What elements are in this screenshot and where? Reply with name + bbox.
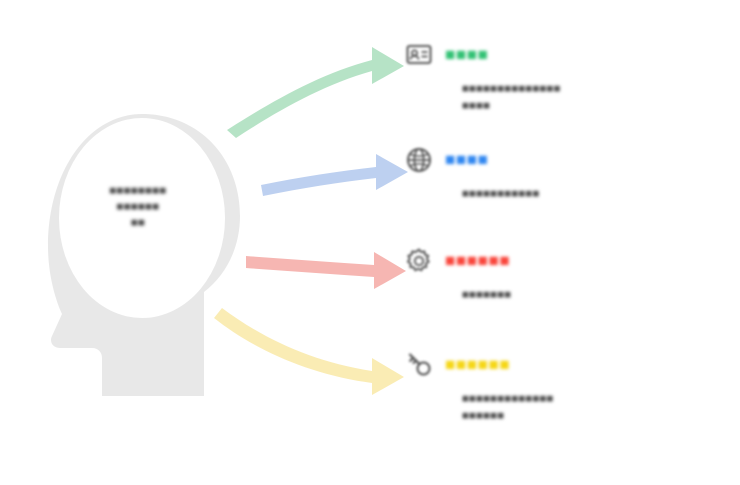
callout-item-2-body: ■■■■■■■ <box>462 287 734 304</box>
brain-label-line-1: ■■■■■■■■ <box>109 185 167 197</box>
callout-item-3-title: ■■■■■■ <box>445 355 511 374</box>
callout-item-3-body-line-2: ■■■■■■ <box>462 410 505 422</box>
callout-item-1[interactable]: ■■■■ ■■■■■■■■■■■ <box>404 143 740 203</box>
id-card-icon <box>404 40 434 70</box>
callout-item-3[interactable]: ■■■■■■ ■■■■■■■■■■■■■ ■■■■■■ <box>404 348 740 425</box>
callout-item-1-body: ■■■■■■■■■■■ <box>462 186 734 203</box>
head-silhouette <box>22 110 262 400</box>
callout-item-1-title: ■■■■ <box>445 150 489 169</box>
brain-label-line-2: ■■■■■■ <box>116 201 160 213</box>
brain-cutout <box>59 118 225 318</box>
arrow-red <box>246 252 406 289</box>
callout-item-0[interactable]: ■■■■ ■■■■■■■■■■■■■■ ■■■■ <box>404 38 740 115</box>
gear-icon <box>404 246 434 276</box>
key-icon <box>404 350 434 380</box>
callout-item-0-title: ■■■■ <box>445 45 489 64</box>
brain-label: ■■■■■■■■ ■■■■■■ ■■ <box>76 183 200 231</box>
arrow-blue <box>261 154 408 196</box>
callout-item-0-body-line-2: ■■■■ <box>462 100 491 112</box>
callout-item-3-body-line-1: ■■■■■■■■■■■■■ <box>462 393 554 405</box>
globe-icon <box>404 145 434 175</box>
callout-item-0-body: ■■■■■■■■■■■■■■ ■■■■ <box>462 81 734 115</box>
callout-item-3-header: ■■■■■■ <box>404 348 740 382</box>
callout-item-2[interactable]: ■■■■■■ ■■■■■■■ <box>404 244 740 304</box>
callout-item-2-body-line-1: ■■■■■■■ <box>462 289 512 301</box>
callout-item-1-body-line-1: ■■■■■■■■■■■ <box>462 188 540 200</box>
callout-item-1-header: ■■■■ <box>404 143 740 177</box>
callout-item-0-body-line-1: ■■■■■■■■■■■■■■ <box>462 83 561 95</box>
callout-item-2-title: ■■■■■■ <box>445 251 511 270</box>
brain-label-line-3: ■■ <box>130 217 146 229</box>
callout-item-0-header: ■■■■ <box>404 38 740 72</box>
callout-item-3-body: ■■■■■■■■■■■■■ ■■■■■■ <box>462 391 734 425</box>
callout-item-2-header: ■■■■■■ <box>404 244 740 278</box>
